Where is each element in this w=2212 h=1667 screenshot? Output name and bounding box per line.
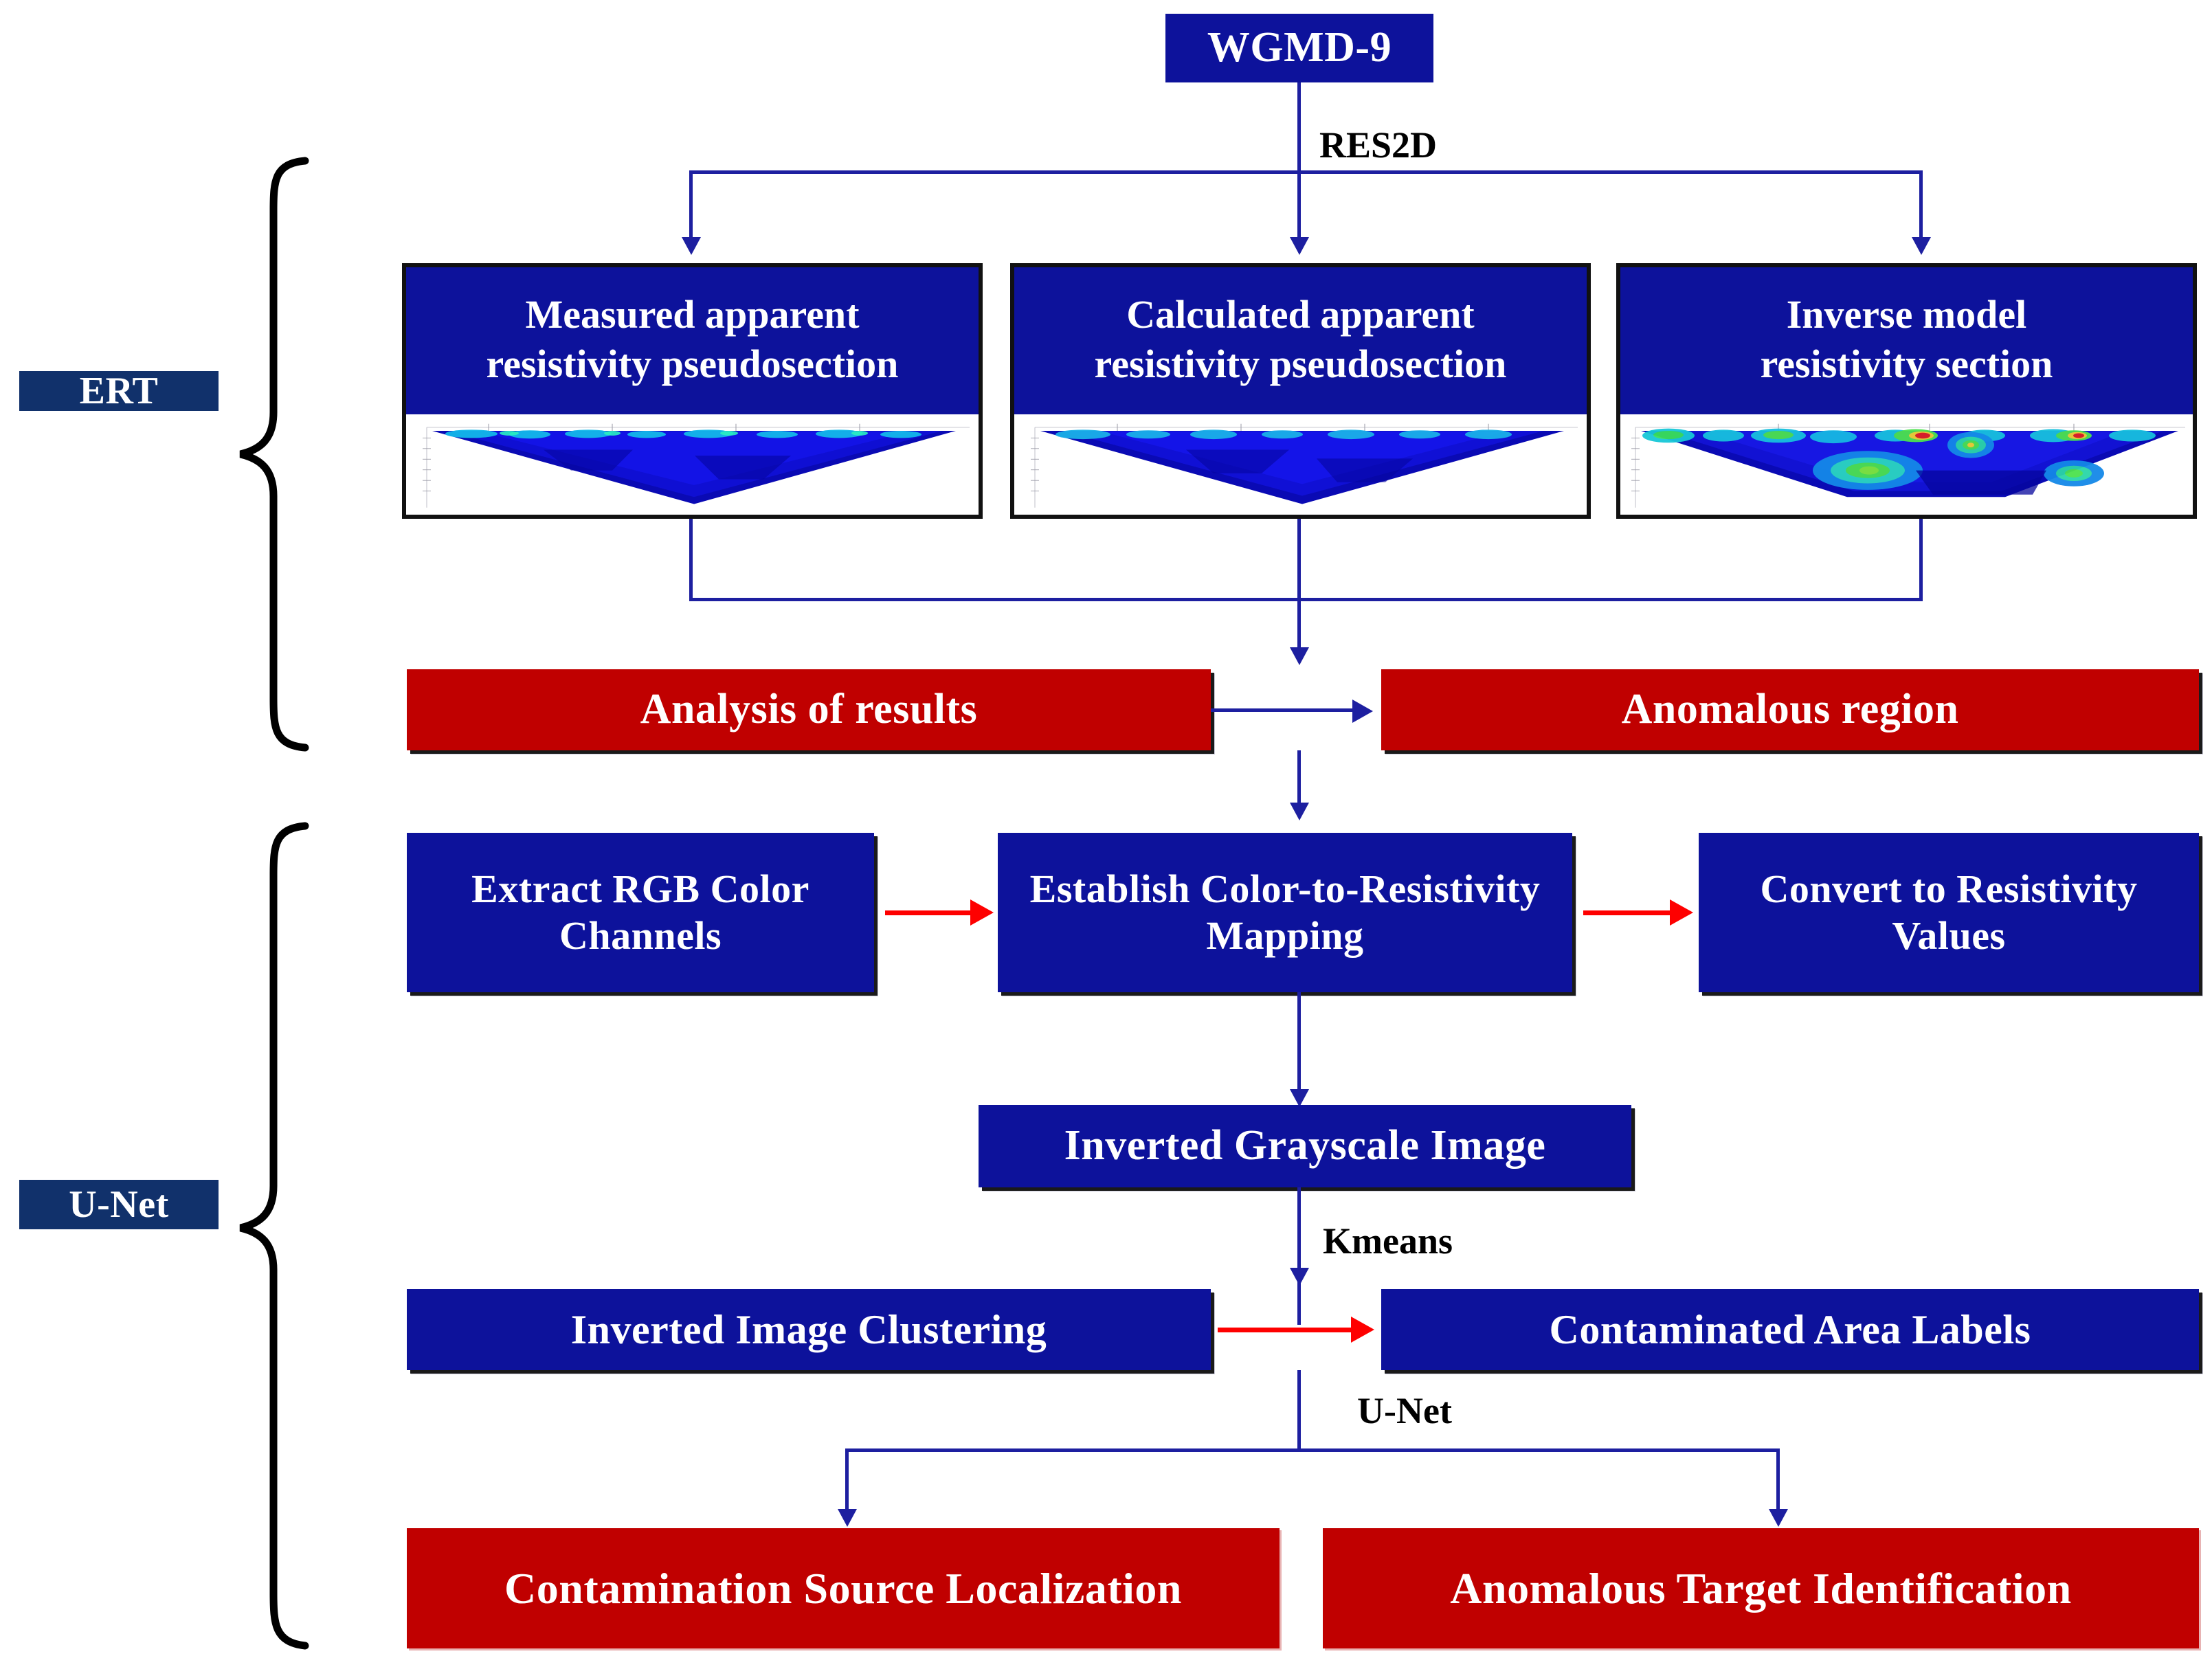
anomalous-target-identification-label: Anomalous Target Identification bbox=[1450, 1563, 2072, 1613]
wgmd-9-label: WGMD-9 bbox=[1207, 24, 1392, 71]
extract-rgb-color-channels-label: Extract RGB Color Channels bbox=[471, 866, 809, 958]
card-3-resistivity-section-image bbox=[1620, 414, 2193, 515]
card-2-title-line1: Calculated apparent bbox=[1126, 291, 1475, 337]
card-1-pseudosection-image bbox=[406, 414, 979, 515]
inverted-image-clustering-label: Inverted Image Clustering bbox=[570, 1306, 1047, 1352]
drop-to-rgb-row bbox=[1297, 750, 1301, 805]
contamination-source-localization-box: Contamination Source Localization bbox=[407, 1528, 1280, 1648]
anomalous-target-identification-box: Anomalous Target Identification bbox=[1323, 1528, 2199, 1648]
split-bar-top bbox=[689, 170, 1923, 174]
wgmd-9-title-box: WGMD-9 bbox=[1165, 14, 1433, 82]
inverted-grayscale-image-box: Inverted Grayscale Image bbox=[979, 1105, 1631, 1187]
convert-to-resistivity-values-label: Convert to Resistivity Values bbox=[1760, 866, 2138, 958]
group-tag-ert: ERT bbox=[19, 369, 219, 412]
outcome-split-bar bbox=[845, 1448, 1780, 1452]
brace-ert bbox=[234, 157, 309, 752]
edge-label-unet: U-Net bbox=[1357, 1390, 1452, 1431]
drop-to-outcome-1 bbox=[845, 1448, 849, 1512]
arrow-down-analysis-bar bbox=[1290, 647, 1309, 665]
extract-rgb-color-channels-box: Extract RGB Color Channels bbox=[407, 833, 874, 992]
drop-to-analysis-bar bbox=[1297, 598, 1301, 649]
card-inverse-model-resistivity-section: Inverse model resistivity section bbox=[1616, 263, 2197, 519]
analysis-to-anomalous-connector bbox=[1211, 708, 1356, 712]
arrow-down-grayscale bbox=[1290, 1089, 1309, 1107]
card-2-pseudosection-image bbox=[1014, 414, 1587, 515]
analysis-of-results-box: Analysis of results bbox=[407, 669, 1211, 750]
arrow-right-contaminated-labels bbox=[1351, 1317, 1374, 1343]
card-measured-apparent-resistivity-pseudosection: Measured apparent resistivity pseudosect… bbox=[402, 263, 983, 519]
card-calculated-apparent-resistivity-pseudosection: Calculated apparent resistivity pseudose… bbox=[1010, 263, 1591, 519]
convert-to-resistivity-values-box: Convert to Resistivity Values bbox=[1699, 833, 2199, 992]
analysis-of-results-label: Analysis of results bbox=[640, 686, 978, 733]
edge-label-kmeans: Kmeans bbox=[1323, 1220, 1453, 1262]
arrow-down-outcome-1 bbox=[838, 1509, 857, 1527]
card-1-title-line1: Measured apparent bbox=[525, 291, 860, 337]
rgb-arrow-head-2 bbox=[1670, 899, 1693, 926]
rgb-arrow-head-1 bbox=[970, 899, 994, 926]
drop-to-card-1 bbox=[689, 170, 693, 239]
group-tag-ert-label: ERT bbox=[79, 369, 159, 412]
group-tag-unet-label: U-Net bbox=[69, 1183, 169, 1226]
card-1-title: Measured apparent resistivity pseudosect… bbox=[406, 267, 979, 414]
arrow-down-card-2 bbox=[1290, 237, 1309, 255]
arrow-down-cluster-row bbox=[1290, 1268, 1309, 1286]
trunk-to-outcomes bbox=[1297, 1370, 1301, 1451]
anomalous-region-label: Anomalous region bbox=[1621, 686, 1959, 733]
card-3-title-line1: Inverse model bbox=[1786, 291, 2027, 337]
contaminated-area-labels-label: Contaminated Area Labels bbox=[1549, 1306, 2031, 1352]
arrow-right-anomalous bbox=[1352, 700, 1373, 723]
establish-color-to-resistivity-mapping-label: Establish Color-to-Resistivity Mapping bbox=[1029, 866, 1541, 958]
card-2-title-line2: resistivity pseudosection bbox=[1094, 342, 1507, 386]
establish-color-to-resistivity-mapping-box: Establish Color-to-Resistivity Mapping bbox=[998, 833, 1572, 992]
edge-label-res2d: RES2D bbox=[1319, 124, 1438, 166]
card-1-title-line2: resistivity pseudosection bbox=[486, 342, 899, 386]
cluster-to-labels-connector bbox=[1218, 1328, 1355, 1332]
drop-to-outcome-2 bbox=[1776, 1448, 1780, 1512]
arrow-down-card-1 bbox=[682, 237, 701, 255]
rgb-arrow-line-1 bbox=[885, 910, 974, 915]
contamination-source-localization-label: Contamination Source Localization bbox=[504, 1563, 1182, 1613]
anomalous-region-box: Anomalous region bbox=[1381, 669, 2199, 750]
group-tag-unet: U-Net bbox=[19, 1180, 219, 1229]
trunk-title-to-split bbox=[1297, 82, 1301, 170]
arrow-down-card-3 bbox=[1912, 237, 1931, 255]
card-3-title-line2: resistivity section bbox=[1760, 342, 2053, 386]
inverted-image-clustering-box: Inverted Image Clustering bbox=[407, 1289, 1211, 1370]
brace-unet bbox=[234, 822, 309, 1650]
rgb-arrow-line-2 bbox=[1583, 910, 1674, 915]
arrow-down-rgb-row bbox=[1290, 803, 1309, 820]
card-3-title: Inverse model resistivity section bbox=[1620, 267, 2193, 414]
riser-card-3 bbox=[1919, 519, 1923, 601]
contaminated-area-labels-box: Contaminated Area Labels bbox=[1381, 1289, 2199, 1370]
merge-bar-cards bbox=[689, 598, 1923, 601]
inverted-grayscale-image-label: Inverted Grayscale Image bbox=[1064, 1122, 1546, 1170]
drop-to-card-2 bbox=[1297, 170, 1301, 239]
drop-to-card-3 bbox=[1919, 170, 1923, 239]
drop-to-grayscale bbox=[1297, 992, 1301, 1092]
card-2-title: Calculated apparent resistivity pseudose… bbox=[1014, 267, 1587, 414]
drop-to-cluster-row bbox=[1297, 1187, 1301, 1325]
riser-card-1 bbox=[689, 519, 693, 601]
riser-card-2 bbox=[1297, 519, 1301, 601]
arrow-down-outcome-2 bbox=[1769, 1509, 1788, 1527]
